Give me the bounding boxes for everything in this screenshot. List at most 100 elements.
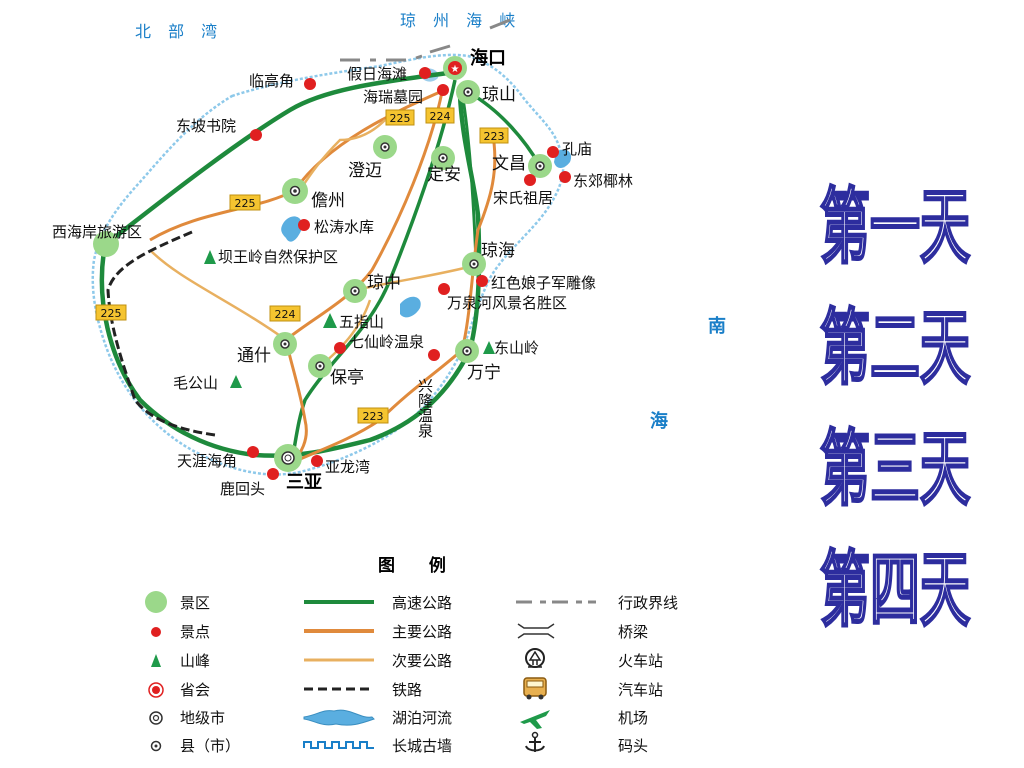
svg-text:山峰: 山峰 xyxy=(180,652,210,670)
legend-item-admin-boundary: 行政界线 xyxy=(516,594,678,612)
city-dingan: 定安 xyxy=(427,146,461,185)
legend-item-main-road: 主要公路 xyxy=(304,623,452,641)
city-baoting: 保亭 xyxy=(308,354,364,388)
svg-text:225: 225 xyxy=(101,307,122,320)
train-station-icon xyxy=(525,648,545,668)
bus-station-icon xyxy=(523,677,547,700)
city-tongshi: 通什 xyxy=(237,332,297,366)
spot-kongmiao: 孔庙 xyxy=(547,140,592,158)
railway-west xyxy=(106,230,216,437)
prefecture-city-icon xyxy=(149,711,163,725)
svg-text:长城古墙: 长城古墙 xyxy=(392,737,452,755)
svg-text:毛公山: 毛公山 xyxy=(173,374,218,392)
capital-haikou: ★ 海口 xyxy=(443,47,506,80)
peak-dongshanling: 东山岭 xyxy=(483,339,539,357)
svg-text:红色娘子军雕像: 红色娘子军雕像 xyxy=(491,274,596,292)
city-qiongshan: 琼山 xyxy=(456,80,516,105)
road-number-223-north: 223 xyxy=(479,127,509,144)
svg-text:临高角: 临高角 xyxy=(249,72,294,90)
legend-item-anchor: 码头 xyxy=(525,731,648,755)
peak-bawangling: 坝王岭自然保护区 xyxy=(204,248,338,266)
day-3-title: 第三天 xyxy=(820,421,970,517)
svg-text:坝王岭自然保护区: 坝王岭自然保护区 xyxy=(218,248,338,266)
svg-text:225: 225 xyxy=(390,112,411,125)
svg-text:西海岸旅游区: 西海岸旅游区 xyxy=(52,223,142,241)
svg-text:文昌: 文昌 xyxy=(492,154,526,174)
legend-item-expressway: 高速公路 xyxy=(304,594,452,612)
itinerary-days: 第一天 第二天 第三天 第四天 xyxy=(819,178,972,640)
legend-item-capital: 省会 xyxy=(148,681,210,699)
airport-icon xyxy=(520,710,550,729)
spot-tianya: 天涯海角 xyxy=(177,446,259,470)
legend-item-train-station: 火车站 xyxy=(525,648,663,670)
svg-text:桥梁: 桥梁 xyxy=(618,623,648,641)
svg-text:224: 224 xyxy=(275,308,296,321)
scenic-area-icon xyxy=(145,591,167,613)
svg-text:三亚: 三亚 xyxy=(286,472,322,493)
svg-text:铁路: 铁路 xyxy=(392,681,422,699)
legend-item-secondary-road: 次要公路 xyxy=(304,652,452,670)
spot-qixian: 七仙岭温泉 xyxy=(334,333,424,354)
peak-icon xyxy=(151,654,161,667)
svg-text:行政界线: 行政界线 xyxy=(618,594,678,612)
svg-text:孔庙: 孔庙 xyxy=(562,140,592,158)
svg-text:琼中: 琼中 xyxy=(367,273,401,293)
road-number-225-north: 225 xyxy=(385,109,415,126)
legend-item-great-wall: 长城古墙 xyxy=(303,737,452,755)
svg-text:机场: 机场 xyxy=(618,709,648,727)
svg-text:次要公路: 次要公路 xyxy=(392,652,452,670)
spot-dongpo: 东坡书院 xyxy=(176,117,262,141)
road-number-225-west: 225 xyxy=(229,194,261,211)
main-road-224 xyxy=(284,91,444,464)
peak-maogongshan: 毛公山 xyxy=(173,374,242,392)
city-sanya: 三亚 xyxy=(274,444,322,493)
sea-label-south-2: 海 xyxy=(650,410,668,432)
sea-label-qiongzhou-strait: 琼 州 海 峡 xyxy=(400,11,521,30)
legend-item-bus-station: 汽车站 xyxy=(523,677,663,700)
svg-text:码头: 码头 xyxy=(618,737,648,755)
svg-text:东坡书院: 东坡书院 xyxy=(176,117,236,135)
county-icon xyxy=(150,740,162,752)
wanquan-river xyxy=(400,296,421,318)
admin-boundary-strait xyxy=(340,18,511,62)
day-4-title: 第四天 xyxy=(820,542,970,638)
spot-wanquan: 万泉河风景名胜区 xyxy=(438,283,567,312)
legend-item-railway: 铁路 xyxy=(304,681,422,699)
svg-text:琼海: 琼海 xyxy=(481,241,515,261)
great-wall-icon xyxy=(303,741,374,749)
legend-item-lake-river: 湖泊河流 xyxy=(303,709,452,727)
legend-item-county: 县（市） xyxy=(150,737,240,755)
spot-yalong: 亚龙湾 xyxy=(311,455,370,476)
scenic-area-xihaian: 西海岸旅游区 xyxy=(52,223,142,257)
road-number-224-south: 224 xyxy=(269,305,301,322)
spot-xinglong: 兴隆温泉 xyxy=(416,349,440,438)
legend-item-spot: 景点 xyxy=(151,623,210,641)
spot-hongse: 红色娘子军雕像 xyxy=(476,274,596,292)
bridge-icon xyxy=(517,623,555,639)
svg-text:万宁: 万宁 xyxy=(467,363,501,383)
spot-lingaojiao: 临高角 xyxy=(249,72,316,90)
road-number-224-north: 224 xyxy=(425,107,455,124)
city-qionghai: 琼海 xyxy=(462,241,515,276)
spot-luhuitou: 鹿回头 xyxy=(220,468,279,498)
svg-text:湖泊河流: 湖泊河流 xyxy=(392,709,452,727)
svg-text:图 例: 图 例 xyxy=(378,555,460,576)
capital-icon xyxy=(148,682,164,698)
svg-text:琼山: 琼山 xyxy=(482,85,516,105)
spot-jiari: 假日海滩 xyxy=(347,65,431,83)
svg-text:定安: 定安 xyxy=(427,165,461,185)
spot-hairui: 海瑞墓园 xyxy=(363,84,449,106)
svg-text:假日海滩: 假日海滩 xyxy=(347,65,407,83)
svg-text:儋州: 儋州 xyxy=(311,191,345,211)
svg-text:224: 224 xyxy=(430,110,451,123)
svg-text:海瑞墓园: 海瑞墓园 xyxy=(363,88,423,106)
svg-text:东山岭: 东山岭 xyxy=(494,339,539,357)
sea-label-south-1: 南 xyxy=(708,315,726,337)
svg-text:景点: 景点 xyxy=(180,623,210,641)
sea-label-beibu-gulf: 北 部 湾 xyxy=(135,22,223,41)
city-danzhou: 儋州 xyxy=(282,178,345,211)
legend-item-peak: 山峰 xyxy=(151,652,210,670)
day-1-title: 第一天 xyxy=(820,179,970,275)
svg-text:天涯海角: 天涯海角 xyxy=(177,452,237,470)
capital-label: 海口 xyxy=(470,47,506,69)
